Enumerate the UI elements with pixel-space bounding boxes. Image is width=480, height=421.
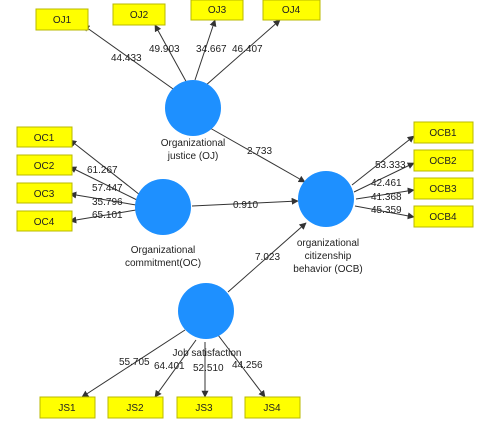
edge-oj-oj3 [194,19,217,81]
loading-oc1: 61.267 [87,165,118,176]
indicator-label: OC4 [34,217,55,228]
construct-js-name-line1: Job satisfaction [173,348,242,359]
edge-ocb-ocb4 [354,205,415,220]
loading-js2: 64.401 [154,361,185,372]
loading-js1: 55.705 [119,357,150,368]
indicator-label: OC3 [34,189,55,200]
indicator-ocb3[interactable]: OCB3 [413,177,474,200]
indicator-label: OCB1 [429,128,457,139]
loading-ocb1: 53.333 [375,160,406,171]
construct-ocb-name-line2: citizenship [305,251,352,262]
indicator-oj1[interactable]: OJ1 [35,8,89,31]
edge-ocb-ocb1 [351,135,415,186]
loading-js3: 52.510 [193,363,224,374]
indicator-label: OJ2 [130,10,149,21]
indicator-oj2[interactable]: OJ2 [112,3,166,26]
edge-ocb-ocb3 [355,187,415,200]
indicator-js1[interactable]: JS1 [39,396,96,419]
indicator-label: OC1 [34,133,55,144]
indicator-oc1[interactable]: OC1 [16,126,73,148]
indicator-label: OJ4 [282,5,301,16]
indicator-label: JS2 [126,403,144,414]
edge-oc-oc3 [69,191,137,206]
path-coef-js-ocb: 7.023 [255,252,280,263]
loading-oj3: 34.667 [196,44,227,55]
loading-oj4: 46.407 [232,44,263,55]
indicator-label: OC2 [34,161,55,172]
loading-ocb3: 41.368 [371,192,402,203]
path-oj-ocb [209,127,306,183]
edge-js-js2 [154,339,197,398]
edge-oj-oj1 [82,24,184,97]
indicator-js4[interactable]: JS4 [244,396,301,419]
construct-ocb-circle[interactable] [298,171,354,227]
path-coef-oj-ocb: 2.733 [247,146,272,157]
indicator-ocb1[interactable]: OCB1 [413,121,474,144]
construct-oc-name-line1: Organizational [131,245,195,256]
construct-oj-name-line1: Organizational [161,138,225,149]
construct-oj-circle[interactable] [165,80,221,136]
indicator-ocb4[interactable]: OCB4 [413,205,474,228]
loading-oc4: 65.101 [92,210,123,221]
edge-oc-oc4 [69,209,137,224]
indicator-oc4[interactable]: OC4 [16,210,73,232]
edge-js-js4 [217,334,266,398]
loading-ocb2: 42.461 [371,178,402,189]
construct-oj-name-line2: justice (OJ) [167,151,219,162]
edge-ocb-ocb2 [353,162,415,193]
indicator-label: OJ3 [208,5,227,16]
edge-oj-oj4 [204,19,281,87]
path-coef-oc-ocb: 0.910 [233,200,258,211]
indicator-ocb2[interactable]: OCB2 [413,149,474,172]
construct-ocb-name-line1: organizational [297,238,359,249]
edge-oc-oc1 [69,139,141,196]
loading-js4: 44.256 [232,360,263,371]
indicator-label: JS3 [195,403,213,414]
indicator-oc2[interactable]: OC2 [16,154,73,176]
edge-oc-oc2 [69,166,138,201]
indicator-oj3[interactable]: OJ3 [190,0,244,21]
indicator-js3[interactable]: JS3 [176,396,233,419]
indicator-oj4[interactable]: OJ4 [262,0,321,21]
edge-oj-oj2 [154,24,189,86]
construct-js-circle[interactable] [178,283,234,339]
loading-oj2: 49.903 [149,44,180,55]
indicator-js2[interactable]: JS2 [107,396,164,419]
path-oc-ocb [191,197,299,207]
loading-oj1: 44.433 [111,53,142,64]
edge-js-js1 [81,329,186,398]
loading-oc3: 35.796 [92,197,123,208]
loading-oc2: 57.447 [92,183,123,194]
construct-oc-name-line2: commitment(OC) [125,258,201,269]
indicator-label: OCB3 [429,184,457,195]
loading-ocb4: 45.359 [371,205,402,216]
indicator-label: JS4 [263,403,281,414]
indicator-label: JS1 [58,403,76,414]
indicator-label: OCB4 [429,212,457,223]
indicator-label: OJ1 [53,15,72,26]
construct-oc-circle[interactable] [135,179,191,235]
indicator-label: OCB2 [429,156,457,167]
path-js-ocb [227,222,307,293]
construct-ocb-name-line3: behavior (OCB) [293,264,362,275]
indicator-oc3[interactable]: OC3 [16,182,73,204]
